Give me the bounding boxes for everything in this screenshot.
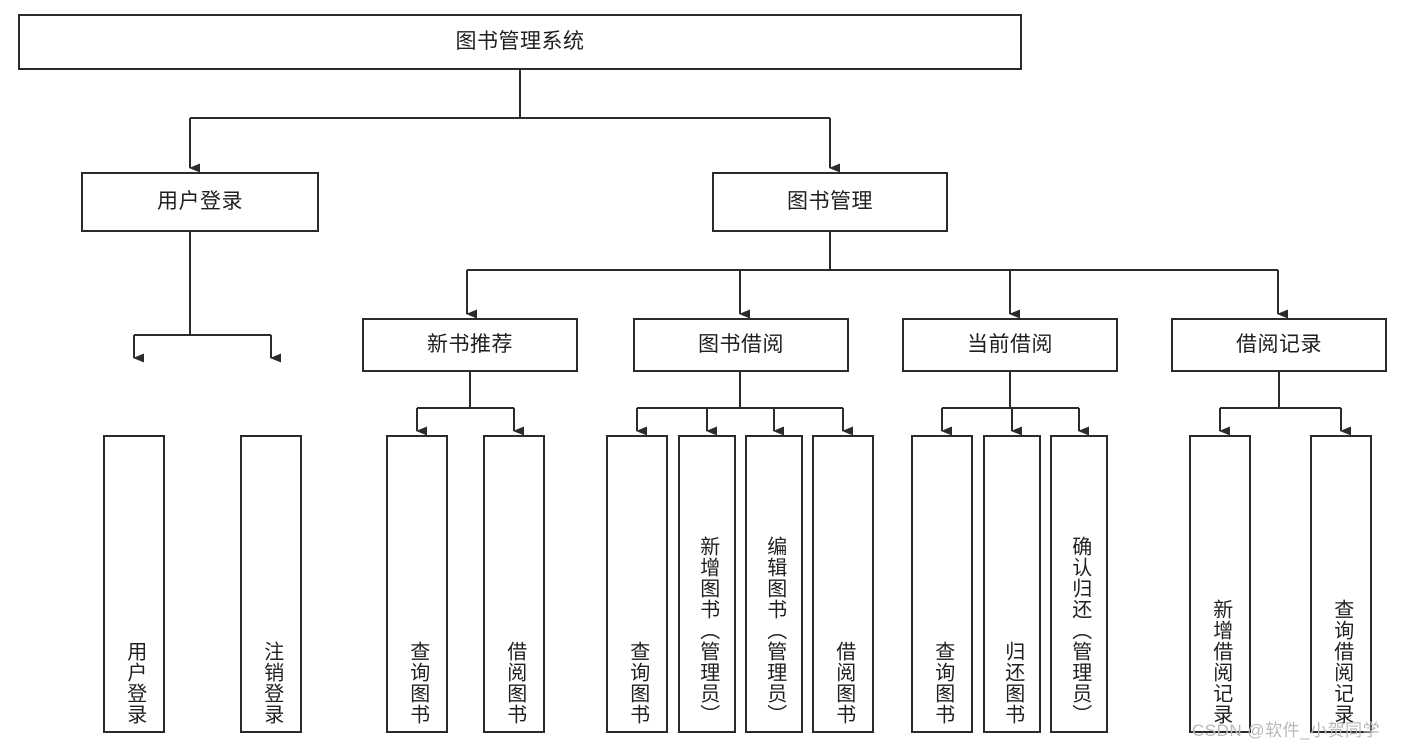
node-label-book-borrow: 图书借阅 <box>698 333 784 357</box>
node-current-borrow[interactable]: 当前借阅 <box>902 318 1118 372</box>
node-leaf-logout-login[interactable]: 注销登录 <box>240 435 302 733</box>
node-label-book-manage: 图书管理 <box>787 190 873 214</box>
node-leaf-borrow-book-2[interactable]: 借阅图书 <box>812 435 874 733</box>
node-label-leaf-borrow-book-1: 借阅图书 <box>503 641 526 725</box>
connectors-group <box>133 70 1351 436</box>
node-leaf-add-book-admin[interactable]: 新增图书（管理员） <box>678 435 736 733</box>
node-label-leaf-query-book-1: 查询图书 <box>406 641 429 725</box>
node-label-leaf-query-book-2: 查询图书 <box>626 641 649 725</box>
node-leaf-borrow-book-1[interactable]: 借阅图书 <box>483 435 545 733</box>
node-borrow-record[interactable]: 借阅记录 <box>1171 318 1387 372</box>
node-label-new-book-recommend: 新书推荐 <box>427 333 513 357</box>
node-label-leaf-add-book-admin: 新增图书（管理员） <box>696 536 719 725</box>
node-label-leaf-return-book: 归还图书 <box>1001 641 1024 725</box>
node-label-leaf-user-login: 用户登录 <box>123 641 146 725</box>
node-leaf-query-book-2[interactable]: 查询图书 <box>606 435 668 733</box>
node-root[interactable]: 图书管理系统 <box>18 14 1022 70</box>
node-label-root: 图书管理系统 <box>455 30 585 54</box>
node-label-leaf-query-borrow-record: 查询借阅记录 <box>1330 599 1353 725</box>
node-book-manage[interactable]: 图书管理 <box>712 172 948 232</box>
node-book-borrow[interactable]: 图书借阅 <box>633 318 849 372</box>
node-label-leaf-confirm-return-admin: 确认归还（管理员） <box>1068 536 1091 725</box>
node-label-leaf-query-book-3: 查询图书 <box>931 641 954 725</box>
node-label-leaf-borrow-book-2: 借阅图书 <box>832 641 855 725</box>
node-leaf-user-login[interactable]: 用户登录 <box>103 435 165 733</box>
node-label-leaf-logout-login: 注销登录 <box>260 641 283 725</box>
node-label-leaf-edit-book-admin: 编辑图书（管理员） <box>763 536 786 725</box>
node-label-borrow-record: 借阅记录 <box>1236 333 1322 357</box>
node-leaf-query-book-3[interactable]: 查询图书 <box>911 435 973 733</box>
node-leaf-edit-book-admin[interactable]: 编辑图书（管理员） <box>745 435 803 733</box>
node-new-book-recommend[interactable]: 新书推荐 <box>362 318 578 372</box>
node-user-login[interactable]: 用户登录 <box>81 172 319 232</box>
node-leaf-query-book-1[interactable]: 查询图书 <box>386 435 448 733</box>
node-label-user-login: 用户登录 <box>157 190 243 214</box>
node-leaf-return-book[interactable]: 归还图书 <box>983 435 1041 733</box>
node-leaf-add-borrow-record[interactable]: 新增借阅记录 <box>1189 435 1251 733</box>
node-leaf-query-borrow-record[interactable]: 查询借阅记录 <box>1310 435 1372 733</box>
node-leaf-confirm-return-admin[interactable]: 确认归还（管理员） <box>1050 435 1108 733</box>
node-label-current-borrow: 当前借阅 <box>967 333 1053 357</box>
node-label-leaf-add-borrow-record: 新增借阅记录 <box>1209 599 1232 725</box>
